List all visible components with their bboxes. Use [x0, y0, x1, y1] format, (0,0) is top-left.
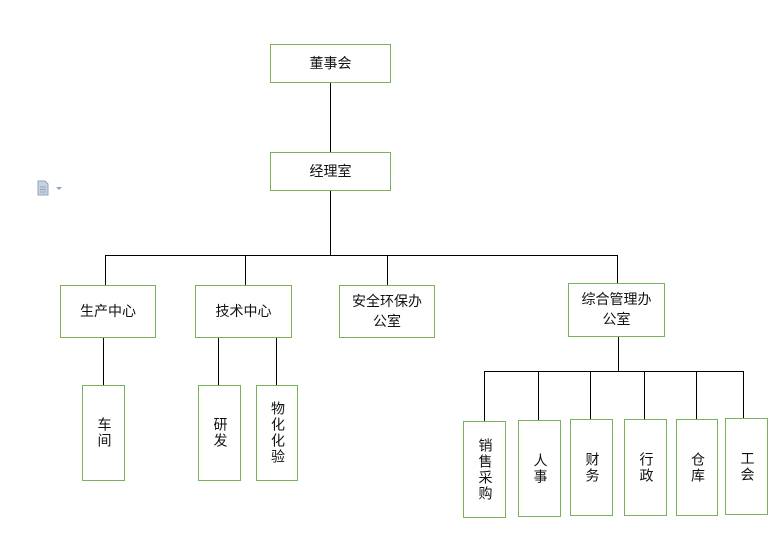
node-admin-label: 综合管理办公室 — [581, 292, 652, 328]
node-safety-label: 安全环保办公室 — [352, 293, 422, 330]
node-safety: 安全环保办公室 — [339, 285, 435, 338]
node-workshop: 车间 — [82, 385, 125, 481]
node-sales: 销售采购 — [463, 421, 506, 518]
node-manager: 经理室 — [270, 152, 391, 191]
node-finance-label: 财务 — [583, 451, 600, 484]
node-workshop-label: 车间 — [95, 417, 112, 449]
node-rnd: 研发 — [198, 385, 241, 481]
node-manager-label: 经理室 — [309, 163, 352, 180]
node-union-label: 工会 — [738, 450, 755, 483]
node-administration: 行政 — [624, 419, 667, 516]
node-board-label: 董事会 — [309, 55, 352, 72]
node-production-label: 生产中心 — [80, 303, 136, 320]
node-production: 生产中心 — [60, 285, 156, 338]
node-technology: 技术中心 — [195, 285, 292, 338]
node-warehouse-label: 仓库 — [689, 451, 705, 484]
node-admin: 综合管理办公室 — [568, 283, 665, 337]
node-lab-label: 物化化验 — [269, 401, 285, 465]
document-dropdown-icon — [37, 180, 65, 196]
node-lab: 物化化验 — [256, 385, 298, 481]
node-hr-label: 人事 — [531, 452, 548, 485]
node-union: 工会 — [725, 418, 768, 515]
node-hr: 人事 — [518, 420, 561, 517]
node-sales-label: 销售采购 — [476, 437, 493, 502]
node-technology-label: 技术中心 — [215, 303, 272, 320]
node-board: 董事会 — [270, 44, 391, 83]
node-finance: 财务 — [570, 419, 613, 516]
node-rnd-label: 研发 — [211, 417, 228, 449]
node-administration-label: 行政 — [637, 451, 654, 484]
node-warehouse: 仓库 — [676, 419, 718, 516]
